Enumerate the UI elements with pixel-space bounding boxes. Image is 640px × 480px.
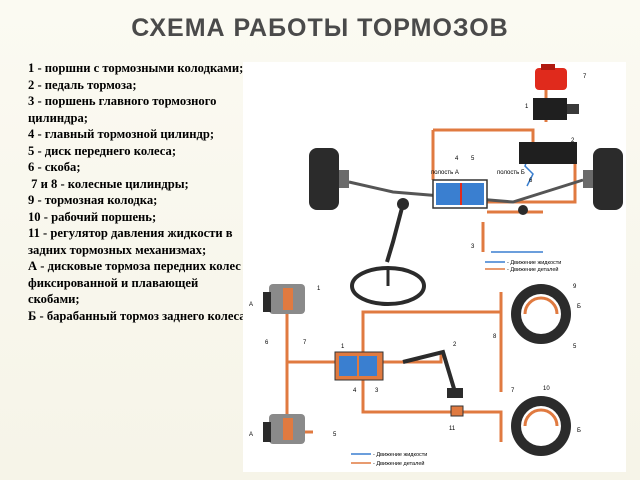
cavity-a-fluid [436,183,460,205]
legend-item: 10 - рабочий поршень; [28,209,157,224]
brake-booster [533,98,567,120]
top-diagram: полость А полость Б 7 1 2 4 5 6 3 - Движ… [309,64,623,306]
bottom-pedal-arm [402,349,457,393]
rear-drum-bottom-inner [521,406,561,446]
bottom-callout-11: 11 [449,426,456,432]
top-legend-fluid: - Движение жидкости [507,260,561,266]
brake-system-diagram: полость А полость Б 7 1 2 4 5 6 3 - Движ… [249,64,623,467]
reservoir-cap [541,64,555,70]
bottom-callout-4: 4 [353,388,357,394]
legend-item: 9 - тормозная колодка; [28,193,158,207]
callout-7: 7 [583,74,587,80]
bottom-callout-10: 10 [543,386,550,392]
bottom-legend-parts: - Движение деталей [373,460,424,467]
front-right-tire [593,148,623,210]
rear-shoe-top [523,296,559,315]
bottom-callout-5: 5 [333,432,337,438]
callout-3: 3 [471,244,475,250]
label-b-bottom: Б [577,428,581,434]
pressure-regulator [450,405,464,417]
legend-item: 7 и 8 - колесные цилиндры; [28,176,189,191]
front-disc-bottom [263,422,271,442]
bottom-callout-7b: 7 [511,388,515,394]
legend-item: 11 - регулятор давления жидкости в задни… [28,226,236,257]
slide-title: СХЕМА РАБОТЫ ТОРМОЗОВ [131,14,509,42]
bottom-callout-8: 8 [493,334,497,340]
bottom-callout-5b: 5 [573,344,577,350]
caliper-piston-bottom [283,418,293,440]
abs-unit [519,142,577,164]
legend-item: 3 - поршень главного тормозного цилиндра… [28,94,220,125]
master-piston [460,183,462,205]
front-disc-top [263,292,271,312]
rear-shoe-bottom [523,408,559,427]
legend-item: 5 - диск переднего колеса; [28,143,177,158]
front-left-brake [339,170,349,188]
bottom-callout-3: 3 [375,388,379,394]
bottom-cavity-fluid-2 [359,356,377,376]
callout-2: 2 [571,138,575,144]
callout-4: 4 [455,156,459,162]
cavity-b-fluid [462,183,484,205]
legend-item: 2 - педаль тормоза; [28,77,137,92]
bottom-diagram: А А Б Б 1 6 7 1 2 3 4 5 8 9 5 7 10 11 [249,284,581,467]
front-right-brake [583,170,593,188]
legend-list: 1 - поршни с тормозными колодками; 2 - п… [28,60,252,324]
bottom-pedal-pad [447,388,463,398]
bottom-callout-7: 7 [303,340,307,346]
cavity-a-label: полость А [431,170,459,176]
bottom-callout-9: 9 [573,284,577,290]
bottom-callout-2: 2 [453,342,457,348]
bottom-cavity-fluid [339,356,357,376]
label-a-top: А [249,302,253,308]
front-left-tire [309,148,339,210]
legend-item: 4 - главный тормозной цилиндр; [28,127,215,141]
top-legend-parts: - Движение деталей [507,266,558,273]
booster-connector [567,104,579,114]
label-b-top: Б [577,304,581,310]
regulator [518,205,528,215]
diagram-frame: полость А полость Б 7 1 2 4 5 6 3 - Движ… [243,62,626,472]
legend-item: 6 - скоба; [28,160,81,174]
callout-5: 5 [471,156,475,162]
legend-item: Б - барабанный тормоз заднего колеса [28,308,246,323]
caliper-piston-top [283,288,293,310]
pedal-arm [385,203,405,263]
bottom-callout-1b: 1 [341,344,345,350]
cavity-b-label: полость Б [497,170,525,176]
label-a-bottom: А [249,432,253,438]
legend-item: 1 - поршни с тормозными колодками; [28,61,244,75]
fluid-reservoir [535,68,567,90]
callout-1: 1 [525,104,529,110]
rear-drum-top-inner [521,294,561,334]
bottom-callout-1: 1 [317,286,321,292]
bottom-callout-6: 6 [265,340,269,346]
callout-6: 6 [529,178,533,184]
bottom-legend-fluid: - Движение жидкости [373,452,427,458]
bottom-fluid-pipes [285,292,503,442]
legend-item: А - дисковые тормоза передних колес с фи… [28,259,250,306]
